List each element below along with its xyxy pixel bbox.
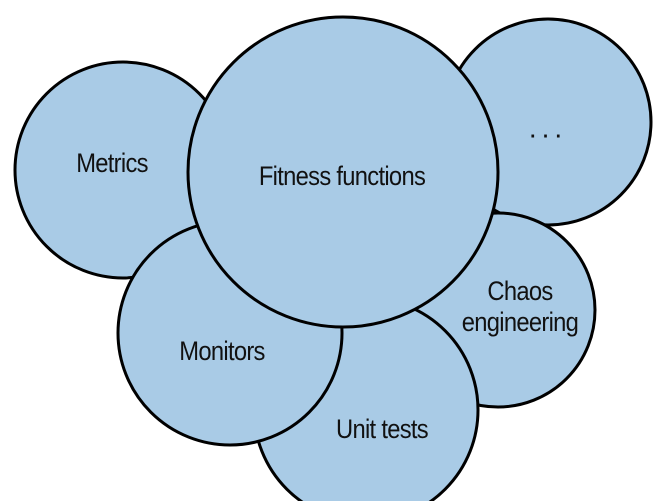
monitors-label: Monitors [179, 337, 264, 367]
fitness-functions-label: Fitness functions [259, 162, 425, 192]
engineering-label: engineering [462, 308, 578, 338]
unit-tests-label: Unit tests [336, 415, 428, 445]
fitness-functions-circle [186, 15, 500, 329]
metrics-label: Metrics [76, 149, 148, 179]
ellipsis-label: ... [529, 112, 567, 143]
chaos-label: Chaos [487, 277, 552, 307]
